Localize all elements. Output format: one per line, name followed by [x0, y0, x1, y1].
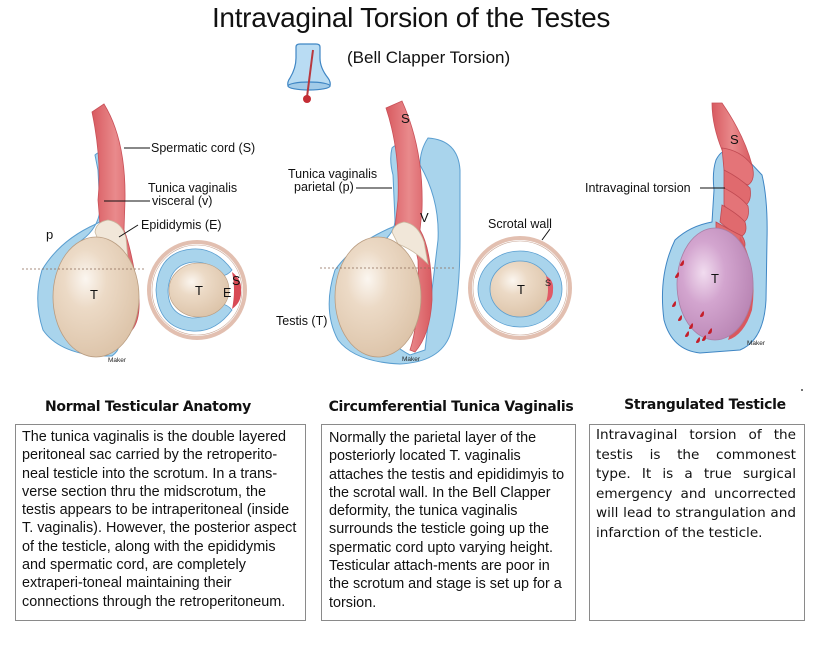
page-subtitle: (Bell Clapper Torsion): [347, 48, 511, 67]
label-intravaginal-torsion: Intravaginal torsion: [585, 181, 691, 195]
heading-circumferential: Circumferential Tunica Vaginalis: [328, 399, 574, 415]
heading-strangulated: Strangulated Testicle: [624, 397, 786, 413]
circumferential-cross-section: Scrotal wall T S: [468, 217, 572, 340]
strangulated-illustration: S Intravaginal torsion T Maker: [585, 102, 803, 391]
maker-watermark: Maker: [747, 340, 766, 347]
text-box-strangulated: Intravaginal torsion of the testis is th…: [589, 424, 805, 621]
cross-label-s: S: [545, 278, 551, 288]
anatomy-illustration: Spermatic cord (S) Tunica vaginalis visc…: [22, 43, 803, 391]
text-box-circumferential: Normally the parietal layer of the poste…: [321, 424, 576, 621]
label-testis-t: T: [90, 287, 98, 302]
label-scrotal-wall: Scrotal wall: [488, 217, 552, 231]
label-s: S: [401, 111, 410, 126]
label-testis: Testis (T): [276, 314, 327, 328]
normal-cross-section: T E S: [147, 240, 247, 340]
page-title: Intravaginal Torsion of the Testes: [211, 2, 611, 33]
label-tunica-visceral-1: Tunica vaginalis: [148, 181, 237, 195]
label-tunica-visceral-2: visceral (v): [152, 194, 212, 208]
label-s: S: [730, 132, 739, 147]
cross-label-t: T: [517, 282, 525, 297]
heading-normal-anatomy: Normal Testicular Anatomy: [44, 399, 252, 415]
label-tunica-parietal-2: parietal (p): [294, 180, 354, 194]
label-v: V: [420, 210, 429, 225]
label-epididymis: Epididymis (E): [141, 218, 222, 232]
label-testis-t: T: [711, 271, 719, 286]
description-circumferential: Normally the parietal layer of the poste…: [329, 430, 565, 611]
cross-label-t: T: [195, 283, 203, 298]
text-box-normal-anatomy: The tunica vaginalis is the double layer…: [15, 424, 306, 621]
description-normal-anatomy: The tunica vaginalis is the double layer…: [22, 429, 297, 610]
label-spermatic-cord: Spermatic cord (S): [151, 141, 255, 155]
normal-anatomy-illustration: Spermatic cord (S) Tunica vaginalis visc…: [22, 103, 255, 364]
bell-icon: [287, 43, 331, 103]
circumferential-illustration: S Tunica vaginalis parietal (p) V Testis…: [276, 100, 572, 365]
maker-watermark: Maker: [402, 356, 421, 363]
cross-label-s: S: [232, 274, 240, 288]
description-strangulated: Intravaginal torsion of the testis is th…: [596, 427, 796, 541]
maker-watermark: Maker: [108, 357, 127, 364]
blood-drops: [672, 260, 712, 343]
label-tunica-parietal-1: Tunica vaginalis: [288, 167, 377, 181]
label-p: p: [46, 227, 53, 242]
cross-label-e: E: [223, 286, 231, 300]
